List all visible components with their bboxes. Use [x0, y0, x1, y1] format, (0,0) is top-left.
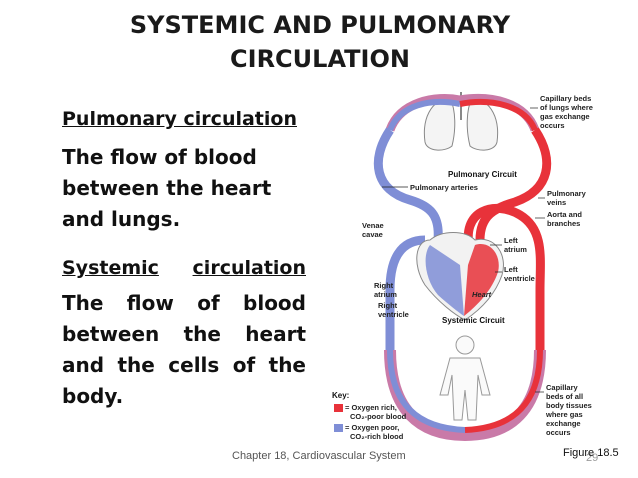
pulmonary-vein-vessel: [475, 127, 552, 241]
svg-text:atrium: atrium: [374, 290, 397, 299]
aorta-vessel: [463, 203, 545, 350]
human-figure: [439, 335, 491, 421]
label-left-atrium: Left atrium: [490, 236, 527, 254]
svg-text:ventricle: ventricle: [378, 310, 409, 319]
label-heart: Heart: [472, 290, 492, 299]
pulmonary-line-2: between the heart: [62, 176, 272, 200]
page-number: 29: [586, 452, 599, 464]
key-oxygen-rich-line-1: = Oxygen rich,: [345, 403, 397, 412]
lungs-illustration: [423, 92, 499, 151]
pulmonary-capillary-bed: [385, 94, 540, 132]
key-swatch-oxygen-poor: [334, 424, 343, 432]
heart-illustration: [416, 232, 504, 321]
label-capillary-body: Capillary beds of all body tissues where…: [535, 383, 592, 437]
key-swatch-oxygen-rich: [334, 404, 343, 412]
svg-text:beds of all: beds of all: [546, 392, 583, 401]
label-capillary-lungs: Capillary beds of lungs where gas exchan…: [530, 94, 593, 130]
label-pulmonary-arteries: Pulmonary arteries: [382, 183, 478, 192]
svg-text:where gas: where gas: [545, 410, 583, 419]
svg-text:branches: branches: [547, 219, 580, 228]
key-title: Key:: [332, 391, 349, 400]
svg-text:gas exchange: gas exchange: [540, 112, 590, 121]
label-pulmonary-circuit: Pulmonary Circuit: [448, 170, 517, 179]
label-pulmonary-veins: Pulmonary veins: [538, 189, 587, 207]
diagram-key: Key: = Oxygen rich, CO₂-poor blood = Oxy…: [332, 391, 407, 441]
systemic-line-1: The flow of blood: [62, 291, 306, 315]
systemic-heading-right: circulation: [192, 257, 306, 279]
venae-cavae-vessel: [385, 235, 426, 350]
svg-text:Aorta and: Aorta and: [547, 210, 582, 219]
svg-text:ventricle: ventricle: [504, 274, 535, 283]
label-left-ventricle: Left ventricle: [495, 265, 535, 283]
svg-text:occurs: occurs: [540, 121, 565, 130]
systemic-heading-left: Systemic: [62, 257, 159, 279]
label-venae-cavae: Venae cavae: [362, 221, 384, 239]
systemic-line-2: between the heart: [62, 322, 306, 346]
svg-text:exchange: exchange: [546, 419, 581, 428]
systemic-definition: The flow of blood between the heart and …: [62, 288, 306, 412]
pulmonary-line-1: The flow of blood: [62, 145, 257, 169]
pulmonary-line-3: and lungs.: [62, 207, 181, 231]
systemic-heading: Systemic circulation: [62, 257, 306, 279]
figure-reference: Figure 18.5: [563, 447, 619, 459]
svg-text:cavae: cavae: [362, 230, 383, 239]
pulmonary-artery-vessel: [373, 127, 443, 241]
slide-title: SYSTEMIC AND PULMONARY CIRCULATION: [60, 8, 580, 76]
pulmonary-definition: The flow of blood between the heart and …: [62, 142, 271, 235]
systemic-line-4: body.: [62, 384, 124, 408]
svg-text:Pulmonary arteries: Pulmonary arteries: [410, 183, 478, 192]
svg-text:Capillary beds: Capillary beds: [540, 94, 591, 103]
key-oxygen-rich-line-2: CO₂-poor blood: [350, 412, 407, 421]
svg-text:body tissues: body tissues: [546, 401, 592, 410]
label-right-atrium: Right atrium: [374, 281, 397, 299]
svg-text:Right: Right: [378, 301, 398, 310]
svg-text:Left: Left: [504, 236, 518, 245]
svg-text:veins: veins: [547, 198, 566, 207]
svg-text:atrium: atrium: [504, 245, 527, 254]
label-right-ventricle: Right ventricle: [378, 301, 409, 319]
key-oxygen-poor-line-2: CO₂-rich blood: [350, 432, 404, 441]
circulation-diagram: Capillary beds of lungs where gas exchan…: [332, 92, 593, 442]
svg-text:Capillary: Capillary: [546, 383, 579, 392]
label-systemic-circuit: Systemic Circuit: [442, 316, 505, 325]
svg-text:Right: Right: [374, 281, 394, 290]
svg-text:Pulmonary: Pulmonary: [547, 189, 587, 198]
label-aorta: Aorta and branches: [535, 210, 582, 228]
title-line-2: CIRCULATION: [230, 45, 410, 73]
key-oxygen-poor-line-1: = Oxygen poor,: [345, 423, 399, 432]
svg-text:occurs: occurs: [546, 428, 571, 437]
pulmonary-heading: Pulmonary circulation: [62, 108, 297, 130]
title-line-1: SYSTEMIC AND PULMONARY: [129, 11, 511, 39]
slide-footer: Chapter 18, Cardiovascular System: [232, 450, 406, 462]
svg-text:Left: Left: [504, 265, 518, 274]
svg-text:Venae: Venae: [362, 221, 384, 230]
systemic-capillary-bed: [384, 349, 546, 442]
systemic-line-3: and the cells of the: [62, 353, 306, 377]
svg-text:of lungs where: of lungs where: [540, 103, 593, 112]
